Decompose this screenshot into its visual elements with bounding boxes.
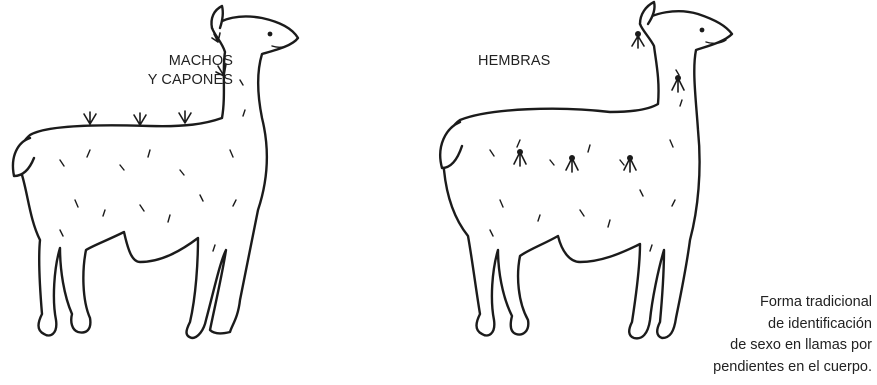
caption-line-4: pendientes en el cuerpo. xyxy=(713,357,872,379)
female-llama-illustration xyxy=(420,0,740,385)
males-label: MACHOS Y CAPONES xyxy=(113,52,233,90)
figure-caption: Forma tradicional de identificación de s… xyxy=(713,292,872,378)
caption-line-3: de sexo en llamas por xyxy=(713,335,872,357)
caption-line-2: de identificación xyxy=(713,314,872,336)
males-label-line-2: Y CAPONES xyxy=(113,71,233,90)
females-label: HEMBRAS xyxy=(478,52,550,71)
males-label-line-1: MACHOS xyxy=(113,52,233,71)
caption-line-1: Forma tradicional xyxy=(713,292,872,314)
